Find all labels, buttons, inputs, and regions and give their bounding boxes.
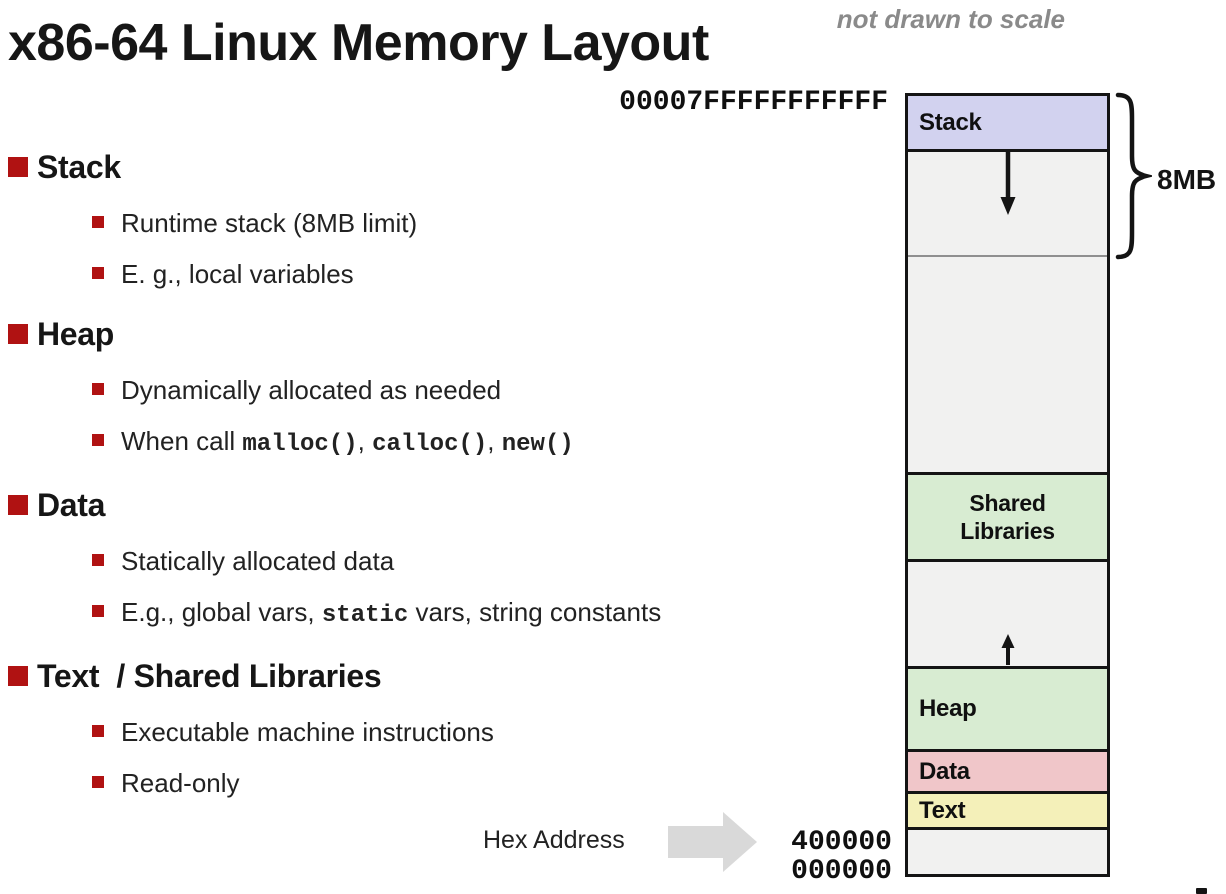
code-text: malloc() bbox=[242, 431, 358, 458]
bottom-hex-address: 400000 bbox=[791, 827, 892, 858]
segment-data: Data bbox=[908, 752, 1107, 794]
segment-text: Text bbox=[908, 794, 1107, 830]
page-number-fragment bbox=[1196, 888, 1207, 894]
bullet-item-data: Data bbox=[8, 487, 868, 524]
plain-text: Statically allocated data bbox=[121, 546, 395, 576]
code-text: static bbox=[321, 602, 409, 629]
segment-stack: Stack bbox=[908, 96, 1107, 152]
bullet-item-stack: Stack bbox=[8, 149, 868, 186]
sub-bullet-square-icon bbox=[92, 216, 104, 228]
sub-bullet-square-icon bbox=[92, 554, 104, 566]
brace-8mb-icon bbox=[1115, 92, 1152, 260]
bottom-hex-address: 000000 bbox=[791, 856, 892, 887]
code-text: calloc() bbox=[372, 431, 488, 458]
segment-label-heap: Heap bbox=[919, 695, 977, 722]
bullet-square-icon bbox=[8, 157, 28, 177]
sub-bullet-square-icon bbox=[92, 776, 104, 788]
segment-label-shared-libraries: Shared Libraries bbox=[960, 489, 1055, 544]
sub-bullet-item-read-only: Read-only bbox=[92, 767, 868, 799]
sub-bullet-text-dynamically-allocated: Dynamically allocated as needed bbox=[121, 374, 501, 406]
plain-text: , bbox=[357, 426, 373, 456]
segment-heap-growth bbox=[908, 562, 1107, 669]
plain-text: When call bbox=[121, 426, 243, 456]
page-title: x86-64 Linux Memory Layout bbox=[8, 14, 709, 72]
sub-bullet-text-when-call: When call malloc(), calloc(), new() bbox=[121, 425, 574, 461]
sub-bullet-item-global-vars: E.g., global vars, static vars, string c… bbox=[92, 596, 868, 632]
plain-text: E. g., local variables bbox=[121, 259, 354, 289]
sub-bullet-text-local-variables: E. g., local variables bbox=[121, 258, 354, 290]
sub-bullet-item-executable-instructions: Executable machine instructions bbox=[92, 716, 868, 748]
segment-label-text: Text bbox=[919, 796, 966, 824]
segment-label-stack: Stack bbox=[919, 108, 982, 136]
plain-text: Dynamically allocated as needed bbox=[121, 375, 502, 405]
top-hex-address: 00007FFFFFFFFFFF bbox=[619, 87, 888, 118]
sub-bullet-square-icon bbox=[92, 267, 104, 279]
segment-unmapped-lower bbox=[908, 830, 1107, 874]
code-text: new() bbox=[501, 431, 574, 458]
plain-text: Read-only bbox=[121, 768, 240, 798]
segment-unmapped-upper bbox=[908, 257, 1107, 475]
segment-label-data: Data bbox=[919, 757, 970, 785]
sub-bullet-text-global-vars: E.g., global vars, static vars, string c… bbox=[121, 596, 661, 632]
brace-label: 8MB bbox=[1157, 164, 1217, 195]
bullet-label-heap: Heap bbox=[37, 316, 115, 352]
sub-bullet-text-runtime-stack: Runtime stack (8MB limit) bbox=[121, 207, 417, 239]
sub-bullet-square-icon bbox=[92, 434, 104, 446]
heap-growth-arrow-icon bbox=[1001, 634, 1014, 665]
bullet-item-heap: Heap bbox=[8, 316, 868, 353]
bullet-square-icon bbox=[8, 666, 28, 686]
plain-text: E.g., global vars, bbox=[121, 597, 322, 627]
sub-bullet-text-read-only: Read-only bbox=[121, 767, 240, 799]
plain-text: , bbox=[487, 426, 502, 456]
segment-stack-growth bbox=[908, 152, 1107, 257]
segment-shared-libraries: Shared Libraries bbox=[908, 475, 1107, 562]
sub-bullet-item-when-call: When call malloc(), calloc(), new() bbox=[92, 425, 868, 461]
plain-text: Runtime stack (8MB limit) bbox=[121, 208, 418, 238]
bullet-square-icon bbox=[8, 495, 28, 515]
plain-text: Executable machine instructions bbox=[121, 717, 494, 747]
stack-growth-arrow-icon bbox=[1000, 152, 1015, 215]
bullet-label-stack: Stack bbox=[37, 149, 121, 185]
hex-address-arrow-icon bbox=[668, 812, 757, 872]
bullet-square-icon bbox=[8, 324, 28, 344]
bullet-label-text-shared-libraries: Text / Shared Libraries bbox=[37, 658, 382, 694]
sub-bullet-item-dynamically-allocated: Dynamically allocated as needed bbox=[92, 374, 868, 406]
sub-bullet-item-statically-allocated: Statically allocated data bbox=[92, 545, 868, 577]
segment-heap: Heap bbox=[908, 669, 1107, 752]
sub-bullet-text-executable-instructions: Executable machine instructions bbox=[121, 716, 494, 748]
hex-address-label: Hex Address bbox=[483, 826, 625, 854]
plain-text: vars, string constants bbox=[408, 597, 662, 627]
sub-bullet-text-statically-allocated: Statically allocated data bbox=[121, 545, 394, 577]
sub-bullet-square-icon bbox=[92, 725, 104, 737]
sub-bullet-square-icon bbox=[92, 605, 104, 617]
sub-bullet-item-local-variables: E. g., local variables bbox=[92, 258, 868, 290]
sub-bullet-square-icon bbox=[92, 383, 104, 395]
bullet-label-data: Data bbox=[37, 487, 106, 523]
scale-note: not drawn to scale bbox=[836, 4, 1065, 34]
sub-bullet-item-runtime-stack: Runtime stack (8MB limit) bbox=[92, 207, 868, 239]
bullet-item-text-shared-libraries: Text / Shared Libraries bbox=[8, 658, 868, 695]
